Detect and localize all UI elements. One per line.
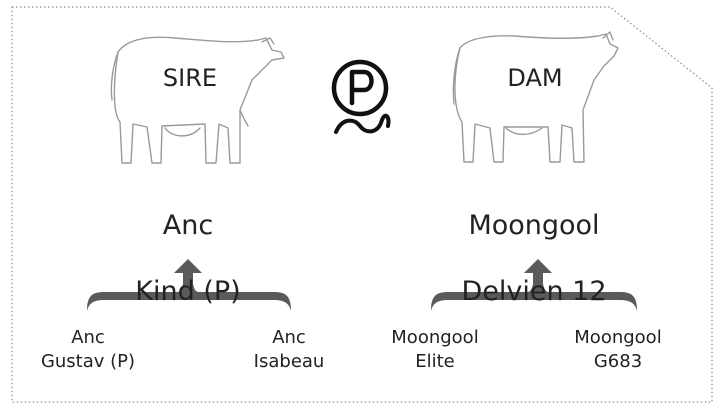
sire-name-line2: Kind (P) [135, 276, 241, 307]
sire-heading: SIRE [162, 64, 218, 92]
dam-parent-right: Moongool G683 [574, 327, 662, 372]
dam-bracket [431, 259, 637, 311]
sire-animal-outline [110, 36, 285, 164]
poll-symbol-icon [331, 59, 391, 134]
dam-name: Moongool Delvien 12 [434, 176, 634, 341]
sire-name-line1: Anc [162, 210, 214, 241]
dam-parent-left: Moongool Elite [391, 327, 479, 372]
sire-parent-right: Anc Isabeau [253, 327, 325, 372]
dam-name-line2: Delvien 12 [461, 276, 607, 307]
sire-name: Anc Kind (P) [88, 176, 288, 341]
sire-parent-left: Anc Gustav (P) [40, 327, 136, 372]
dam-heading: DAM [507, 64, 563, 92]
dam-animal-outline [452, 31, 619, 163]
sire-bracket [87, 259, 291, 311]
poll-tick-icon [334, 113, 391, 134]
dam-name-line1: Moongool [468, 210, 600, 241]
frame-border [11, 6, 713, 403]
